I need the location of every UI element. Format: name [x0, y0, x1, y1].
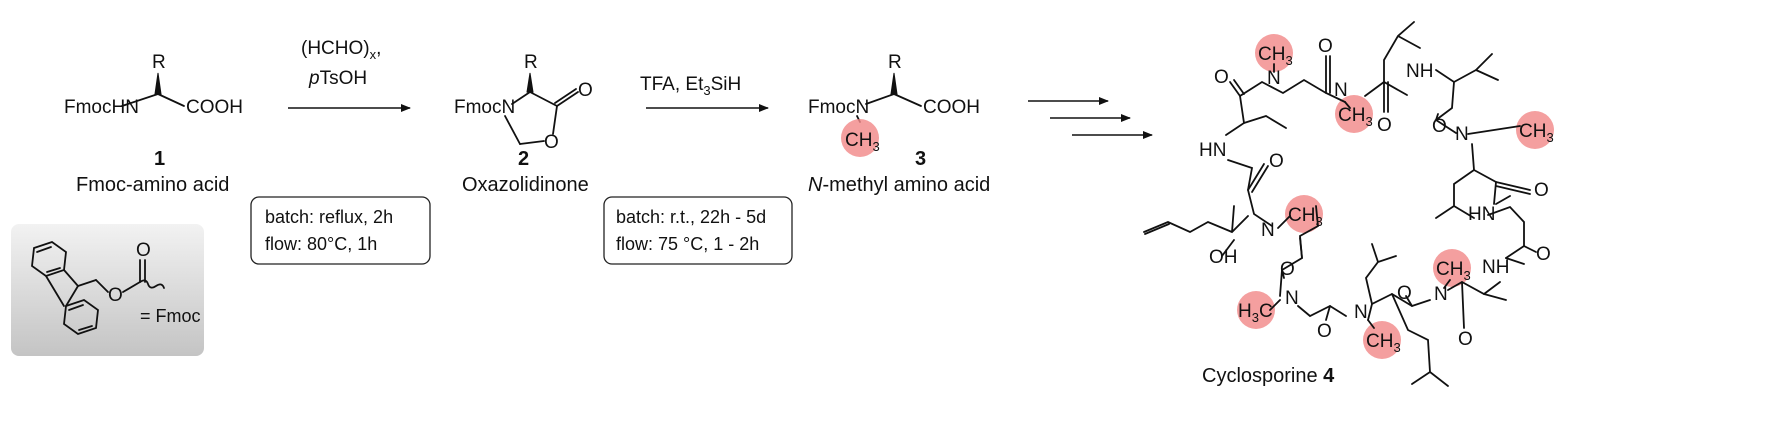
- compound-2-ring-o: O: [544, 132, 559, 153]
- compound-3-number: 3: [915, 148, 926, 170]
- compound-3-name: N-methyl amino acid: [808, 174, 990, 196]
- atom-o-6: O: [1534, 180, 1549, 201]
- fmoc-legend-ester-o: O: [108, 285, 123, 306]
- step-1-batch: batch: reflux, 2h: [265, 207, 393, 227]
- compound-3-structure: R FmocN COOH CH3 3 N-methyl amino acid: [808, 52, 990, 196]
- fmoc-legend-box: [11, 224, 204, 356]
- compound-1-r-label: R: [152, 52, 166, 73]
- methyl-label-7: CH3: [1436, 259, 1471, 283]
- step-1-conditions-box: [250, 196, 431, 265]
- cyclosporine-structure: CH3 CH3 CH3 CH3 H3C CH3 CH3 N N N N N N …: [1143, 21, 1554, 387]
- multistep-arrows: [1028, 97, 1153, 139]
- atom-n-2: N: [1334, 80, 1348, 101]
- atom-oh: OH: [1209, 247, 1238, 268]
- atom-nh-1: NH: [1406, 61, 1433, 82]
- methyl-label-2: CH3: [1338, 105, 1373, 129]
- methyl-label-3: CH3: [1519, 121, 1554, 145]
- compound-2-number: 2: [518, 148, 529, 170]
- fmoc-legend-carbonyl-o: O: [136, 240, 151, 261]
- compound-2-carbonyl-o: O: [578, 80, 593, 101]
- atom-hn-2: HN: [1468, 204, 1495, 225]
- atom-n-1: N: [1267, 68, 1281, 89]
- compound-2-wedge-bond: [526, 72, 534, 93]
- n-methyl-highlight-3: [1516, 111, 1554, 149]
- atom-n-6: N: [1354, 302, 1368, 323]
- compound-3-methyl: CH3: [845, 130, 880, 154]
- compound-3-r-label: R: [888, 52, 902, 73]
- atom-n-5: N: [1285, 288, 1299, 309]
- step-2-reagent: TFA, Et3SiH: [640, 74, 741, 98]
- atom-o-3: O: [1377, 115, 1392, 136]
- step-1-reagent-line1: (HCHO)x,: [301, 38, 381, 62]
- fluorene-right-ring: [63, 299, 99, 335]
- n-methyl-highlight-7: [1433, 249, 1471, 287]
- atom-o-2: O: [1318, 36, 1333, 57]
- compound-2-fmocn: FmocN: [454, 97, 515, 118]
- n-methyl-highlight-4: [1285, 195, 1323, 233]
- atom-hn-1: HN: [1199, 140, 1226, 161]
- step-1: (HCHO)x, pTsOH batch: reflux, 2h flow: 8…: [250, 38, 431, 265]
- compound-1-number: 1: [154, 148, 165, 170]
- compound-1-name: Fmoc-amino acid: [76, 174, 229, 196]
- step-2-flow: flow: 75 °C, 1 - 2h: [616, 234, 759, 254]
- n-methyl-highlight-6: [1363, 321, 1401, 359]
- methyl-label-4: CH3: [1288, 205, 1323, 229]
- step-1-flow: flow: 80°C, 1h: [265, 234, 377, 254]
- step-1-reagent-line2: pTsOH: [308, 68, 367, 89]
- atom-o-5: O: [1269, 151, 1284, 172]
- cyclosporine-name: Cyclosporine 4: [1202, 365, 1335, 387]
- step-2-conditions-box: [603, 196, 793, 265]
- compound-1-fmochn: FmocHN: [64, 97, 139, 118]
- compound-3-methyl-highlight: [841, 119, 879, 157]
- fmoc-legend: O O = Fmoc: [11, 224, 204, 356]
- methyl-label-6: CH3: [1366, 331, 1401, 355]
- atom-n-7: N: [1434, 284, 1448, 305]
- atom-o-4: O: [1432, 116, 1447, 137]
- compound-3-wedge-bond: [890, 72, 898, 95]
- atom-o-10: O: [1458, 329, 1473, 350]
- compound-2-r-label: R: [524, 52, 538, 73]
- n-methyl-highlight-1: [1255, 34, 1293, 72]
- methyl-label-5: H3C: [1238, 301, 1273, 325]
- atom-o-1: O: [1214, 67, 1229, 88]
- compound-1-cooh: COOH: [186, 97, 243, 118]
- n-methyl-highlight-5: [1237, 291, 1275, 329]
- compound-2-name: Oxazolidinone: [462, 174, 589, 196]
- compound-1-structure: R FmocHN COOH 1 Fmoc-amino acid: [64, 52, 243, 196]
- compound-1-wedge-bond: [154, 72, 162, 95]
- atom-n-3: N: [1455, 124, 1469, 145]
- fmoc-legend-label: = Fmoc: [140, 306, 201, 326]
- compound-3-cooh: COOH: [923, 97, 980, 118]
- step-2: TFA, Et3SiH batch: r.t., 22h - 5d flow: …: [603, 74, 793, 265]
- compound-2-structure: R FmocN O O 2 Oxazolidinone: [454, 52, 593, 196]
- methyl-label-1: CH3: [1258, 44, 1293, 68]
- cyclosporine-backbone: [1225, 69, 1525, 321]
- cyclosporine-side-chains: [1143, 21, 1525, 387]
- n-methyl-highlight-2: [1335, 95, 1373, 133]
- step-2-batch: batch: r.t., 22h - 5d: [616, 207, 766, 227]
- atom-o-8: O: [1317, 321, 1332, 342]
- atom-o-11: O: [1536, 244, 1551, 265]
- atom-nh-2: NH: [1482, 257, 1509, 278]
- attachment-wavy-bond: [139, 279, 165, 289]
- compound-3-fmocn: FmocN: [808, 97, 869, 118]
